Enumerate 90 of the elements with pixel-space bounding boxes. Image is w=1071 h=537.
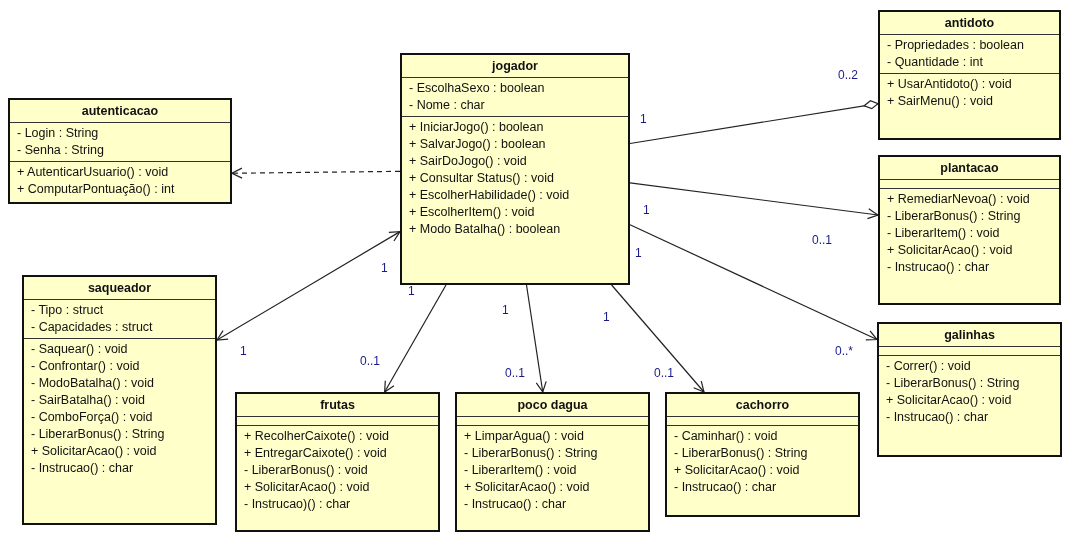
method-text: - LiberarItem() : void <box>464 462 578 479</box>
multiplicity-label: 1 <box>381 261 388 275</box>
multiplicity-label: 0..2 <box>838 68 858 82</box>
association-arrow <box>629 182 879 220</box>
method-text: - Instrucao)() : char <box>244 496 352 513</box>
method-text: - LiberarBonus() : String <box>464 445 599 462</box>
attribute-text: - Capacidades : struct <box>31 319 154 336</box>
attribute-text: - Quantidade : int <box>887 54 984 71</box>
class-box <box>877 322 1062 457</box>
multiplicity-label: 1 <box>502 303 509 317</box>
attribute-text: - Propriedades : boolean <box>887 37 1025 54</box>
attribute-text: - Nome : char <box>409 97 486 114</box>
method-text: + SolicitarAcao() : void <box>674 462 801 479</box>
method-text: - ComboForça() : void <box>31 409 154 426</box>
method-text: - LiberarBonus() : void <box>244 462 369 479</box>
class-box <box>878 155 1061 305</box>
method-text: - LiberarBonus() : String <box>887 208 1022 225</box>
class-box <box>8 98 232 204</box>
multiplicity-label: 0..1 <box>654 366 674 380</box>
class-box <box>400 53 630 285</box>
method-text: - Instrucao() : char <box>674 479 778 496</box>
method-text: + EscolherHabilidade() : void <box>409 187 571 204</box>
multiplicity-label: 0..* <box>835 344 853 358</box>
method-text: - Correr() : void <box>886 358 972 375</box>
method-text: - ModoBatalha() : void <box>31 375 155 392</box>
association-arrow <box>611 284 705 393</box>
class-name: poco dagua <box>457 394 648 417</box>
method-text: - Instrucao() : char <box>886 409 990 426</box>
class-box <box>455 392 650 532</box>
class-name: frutas <box>237 394 438 417</box>
class-box <box>22 275 217 525</box>
multiplicity-label: 1 <box>635 246 642 260</box>
method-text: + UsarAntidoto() : void <box>887 76 1013 93</box>
multiplicity-label: 1 <box>603 310 610 324</box>
method-text: - LiberarItem() : void <box>887 225 1001 242</box>
method-text: + SolicitarAcao() : void <box>31 443 158 460</box>
association-arrow <box>384 284 447 393</box>
method-text: + SalvarJogo() : boolean <box>409 136 547 153</box>
method-text: + AutenticarUsuario() : void <box>17 164 170 181</box>
method-text: - Instrucao() : char <box>31 460 135 477</box>
class-name: jogador <box>402 55 628 78</box>
method-text: + SolicitarAcao() : void <box>886 392 1013 409</box>
method-text: + SolicitarAcao() : void <box>244 479 371 496</box>
method-text: - SairBatalha() : void <box>31 392 146 409</box>
aggregation-line <box>629 100 879 145</box>
method-text: + EscolherItem() : void <box>409 204 536 221</box>
association-arrow <box>216 231 401 341</box>
class-name: antidoto <box>880 12 1059 35</box>
attribute-text: - Login : String <box>17 125 100 142</box>
method-text: - LiberarBonus() : String <box>886 375 1021 392</box>
class-name: autenticacao <box>10 100 230 123</box>
association-arrow <box>629 224 878 341</box>
multiplicity-label: 0..1 <box>505 366 525 380</box>
method-text: + RemediarNevoa() : void <box>887 191 1031 208</box>
class-name: cachorro <box>667 394 858 417</box>
attribute-text: - Senha : String <box>17 142 105 159</box>
method-text: - LiberarBonus() : String <box>674 445 809 462</box>
multiplicity-label: 1 <box>640 112 647 126</box>
method-text: + LimparAgua() : void <box>464 428 585 445</box>
method-text: - Instrucao() : char <box>887 259 991 276</box>
attribute-text: - Tipo : struct <box>31 302 105 319</box>
method-text: + EntregarCaixote() : void <box>244 445 388 462</box>
multiplicity-label: 1 <box>643 203 650 217</box>
method-text: - LiberarBonus() : String <box>31 426 166 443</box>
method-text: - Instrucao() : char <box>464 496 568 513</box>
multiplicity-label: 1 <box>240 344 247 358</box>
multiplicity-label: 0..1 <box>812 233 832 247</box>
method-text: - Saquear() : void <box>31 341 129 358</box>
method-text: + Modo Batalha() : boolean <box>409 221 562 238</box>
method-text: + ComputarPontuação() : int <box>17 181 176 198</box>
class-name: saqueador <box>24 277 215 300</box>
attribute-text: - EscolhaSexo : boolean <box>409 80 546 97</box>
method-text: + SairMenu() : void <box>887 93 994 110</box>
method-text: - Caminhar() : void <box>674 428 779 445</box>
class-name: plantacao <box>880 157 1059 180</box>
method-text: + RecolherCaixote() : void <box>244 428 390 445</box>
method-text: + SolicitarAcao() : void <box>887 242 1014 259</box>
method-text: + IniciarJogo() : boolean <box>409 119 545 136</box>
method-text: + SairDoJogo() : void <box>409 153 528 170</box>
association-arrow <box>525 284 547 393</box>
class-box <box>878 10 1061 140</box>
multiplicity-label: 1 <box>408 284 415 298</box>
multiplicity-label: 0..1 <box>360 354 380 368</box>
dependency-arrow <box>231 167 401 179</box>
class-box <box>665 392 860 517</box>
class-box <box>235 392 440 532</box>
method-text: - Confrontar() : void <box>31 358 141 375</box>
method-text: + SolicitarAcao() : void <box>464 479 591 496</box>
class-name: galinhas <box>879 324 1060 347</box>
method-text: + Consultar Status() : void <box>409 170 555 187</box>
